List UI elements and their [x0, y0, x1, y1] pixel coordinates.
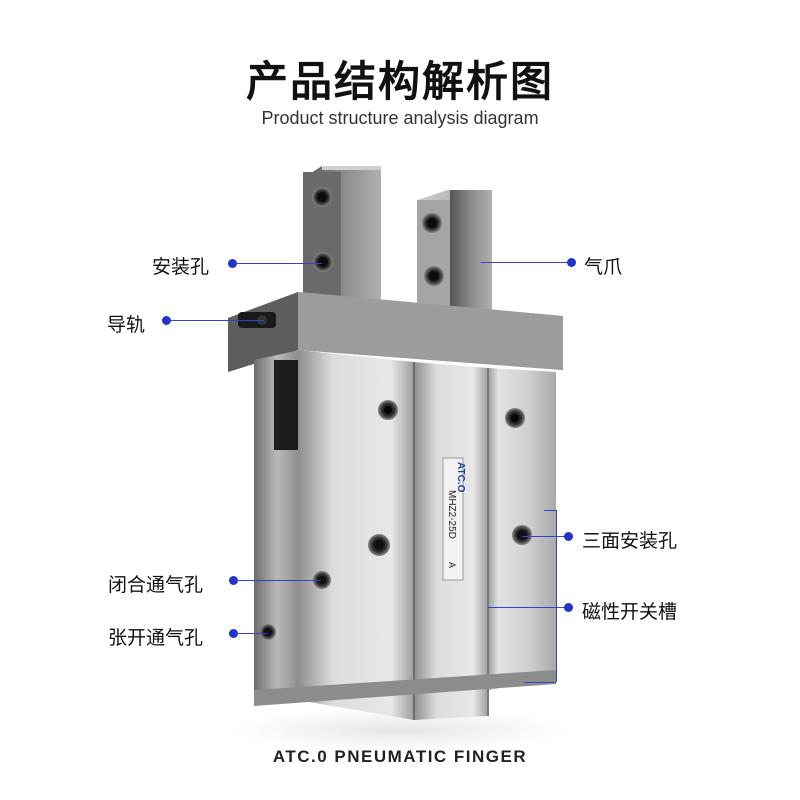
callout-sensor-slot-line — [488, 607, 568, 608]
callout-open-port-label: 张开通气孔 — [108, 627, 204, 649]
callout-close-port-label: 闭合通气孔 — [108, 574, 204, 596]
callout-jaw-label: 气爪 — [584, 256, 623, 278]
product-suffix-label: A — [447, 562, 457, 568]
product-brand-label: ATC.O — [455, 462, 466, 493]
bracket-vertical — [556, 510, 557, 682]
footer-caption: ATC.0 PNEUMATIC FINGER — [272, 747, 528, 766]
callout-close-port-dot — [229, 576, 238, 585]
callout-open-port-line — [235, 633, 267, 634]
callout-three-side-mount-dot — [564, 532, 573, 541]
callout-jaw-line — [481, 262, 571, 263]
product-model-label: MHZ2-25D — [446, 490, 457, 539]
callout-guide-rail-dot — [162, 316, 171, 325]
callout-guide-rail-line — [168, 320, 264, 321]
callout-three-side-mount-label: 三面安装孔 — [582, 530, 678, 552]
callout-mount-hole-line — [234, 263, 322, 264]
callout-sensor-slot-dot — [564, 603, 573, 612]
callout-guide-rail-label: 导轨 — [107, 314, 146, 336]
callout-open-port-dot — [229, 629, 238, 638]
page-subtitle: Product structure analysis diagram — [261, 108, 539, 128]
bracket-bottom — [524, 682, 556, 683]
page-title: 产品结构解析图 — [245, 57, 554, 106]
bracket-top — [544, 510, 556, 511]
callout-three-side-mount-line — [522, 536, 568, 537]
callout-sensor-slot-label: 磁性开关槽 — [582, 601, 678, 623]
callout-jaw-dot — [567, 258, 576, 267]
callout-mount-hole-label: 安装孔 — [152, 256, 210, 278]
callout-close-port-line — [235, 580, 321, 581]
callout-mount-hole-dot — [228, 259, 237, 268]
